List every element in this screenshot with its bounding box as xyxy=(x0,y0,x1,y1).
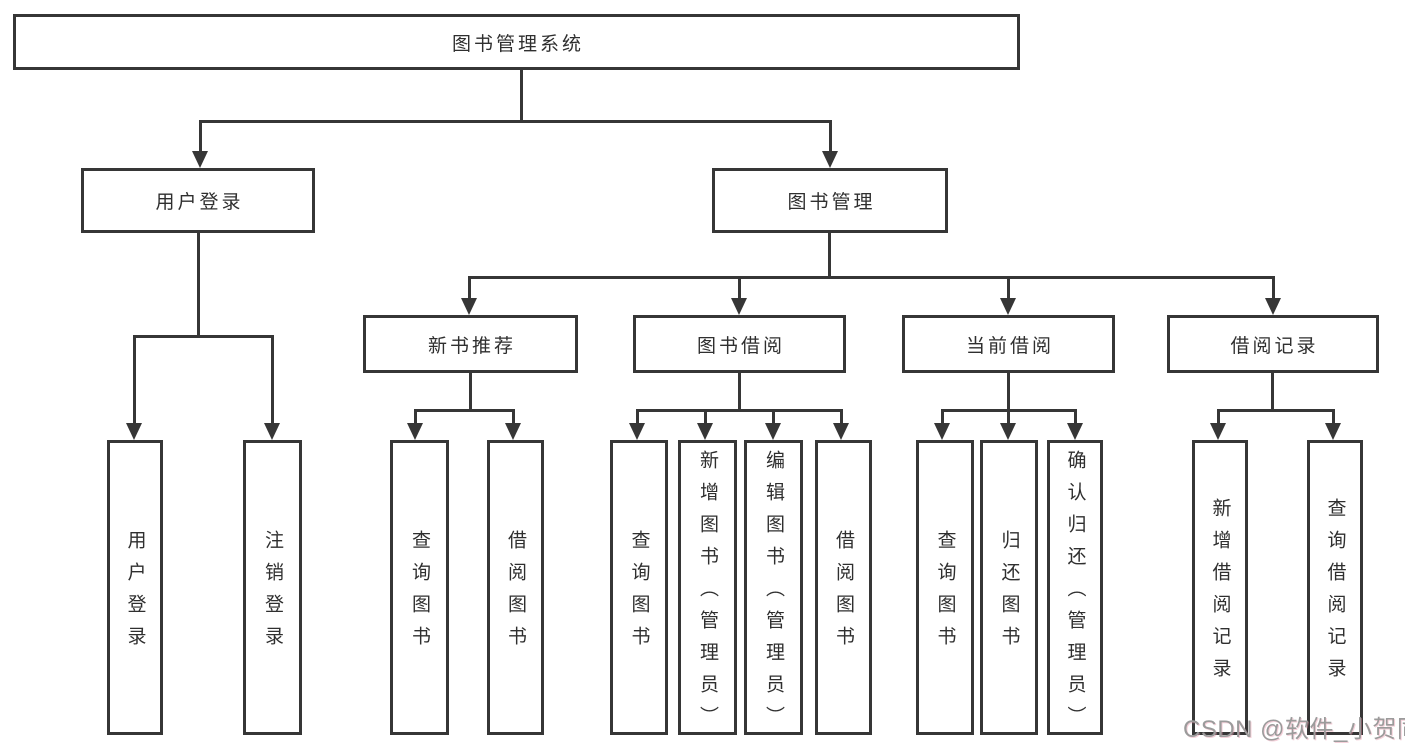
leaf-label: 查询借阅记录 xyxy=(1324,498,1346,690)
arrow-down-icon xyxy=(697,423,713,440)
arrow-down-icon xyxy=(1000,298,1016,315)
leaf-return-books: 归还图书 xyxy=(980,440,1038,735)
leaf-borrow-books: 借阅图书 xyxy=(815,440,872,735)
connector-line xyxy=(1074,409,1077,425)
arrow-down-icon xyxy=(461,298,477,315)
connector-line xyxy=(772,409,775,425)
leaf-logout: 注销登录 xyxy=(243,440,302,735)
node-book-borrowing: 图书借阅 xyxy=(633,315,846,373)
arrow-down-icon xyxy=(1210,423,1226,440)
leaf-user-login: 用户登录 xyxy=(107,440,163,735)
connector-line xyxy=(1007,371,1010,411)
leaf-query-borrow-record: 查询借阅记录 xyxy=(1307,440,1363,735)
node-label: 借阅记录 xyxy=(1230,335,1319,357)
arrow-down-icon xyxy=(934,423,950,440)
connector-line xyxy=(133,335,136,425)
node-label: 图书管理系统 xyxy=(451,33,584,55)
arrow-down-icon xyxy=(731,298,747,315)
leaf-label: 借阅图书 xyxy=(505,530,526,658)
arrow-down-icon xyxy=(192,151,208,168)
connector-line xyxy=(704,409,707,425)
arrow-down-icon xyxy=(407,423,423,440)
csdn-watermark: CSDN @软件_小贺同学 xyxy=(1183,716,1405,743)
leaf-label: 借阅图书 xyxy=(833,530,854,658)
leaf-label: 注销登录 xyxy=(262,530,283,658)
leaf-label: 查询图书 xyxy=(934,530,956,658)
connector-line xyxy=(828,233,831,278)
connector-line xyxy=(738,371,741,411)
node-label: 当前借阅 xyxy=(965,335,1054,357)
connector-line xyxy=(1332,409,1335,425)
leaf-borrow-books-recommend: 借阅图书 xyxy=(487,440,544,735)
connector-line xyxy=(414,409,515,412)
connector-line xyxy=(840,409,843,425)
arrow-down-icon xyxy=(1067,423,1083,440)
leaf-edit-books-admin: 编辑图书（管理员） xyxy=(744,440,803,738)
leaf-add-borrow-record: 新增借阅记录 xyxy=(1192,440,1248,735)
node-new-book-recommend: 新书推荐 xyxy=(363,315,578,373)
arrow-down-icon xyxy=(505,423,521,440)
connector-line xyxy=(468,276,471,299)
node-label: 图书借阅 xyxy=(696,335,785,357)
arrow-down-icon xyxy=(629,423,645,440)
leaf-label: 编辑图书（管理员） xyxy=(763,450,784,738)
connector-line xyxy=(468,276,1275,279)
connector-line xyxy=(738,276,741,299)
connector-line xyxy=(1217,409,1220,425)
connector-line xyxy=(1007,276,1010,299)
leaf-label: 查询图书 xyxy=(628,530,650,658)
connector-line xyxy=(271,335,274,425)
leaf-query-books-borrowing: 查询图书 xyxy=(610,440,668,735)
arrow-down-icon xyxy=(833,423,849,440)
connector-line xyxy=(414,409,417,425)
connector-line xyxy=(941,409,944,425)
connector-line xyxy=(133,335,273,338)
leaf-label: 确认归还（管理员） xyxy=(1064,450,1086,738)
leaf-label: 新增借阅记录 xyxy=(1209,498,1231,690)
arrow-down-icon xyxy=(126,423,142,440)
connector-line xyxy=(1217,409,1335,412)
node-book-management-system: 图书管理系统 xyxy=(13,14,1020,70)
node-label: 图书管理 xyxy=(787,192,876,213)
connector-line xyxy=(199,120,202,152)
connector-line xyxy=(512,409,515,425)
node-book-management: 图书管理 xyxy=(712,168,948,233)
node-user-login: 用户登录 xyxy=(81,168,315,233)
arrow-down-icon xyxy=(765,423,781,440)
arrow-down-icon xyxy=(264,423,280,440)
connector-line xyxy=(199,120,832,123)
node-current-borrowing: 当前借阅 xyxy=(902,315,1115,373)
leaf-add-books-admin: 新增图书（管理员） xyxy=(678,440,737,738)
leaf-label: 查询图书 xyxy=(409,530,430,658)
arrow-down-icon xyxy=(1265,298,1281,315)
leaf-confirm-return-admin: 确认归还（管理员） xyxy=(1047,440,1103,738)
leaf-label: 归还图书 xyxy=(998,530,1020,658)
arrow-down-icon xyxy=(1000,423,1016,440)
connector-line xyxy=(520,68,523,122)
leaf-query-books-current: 查询图书 xyxy=(916,440,974,735)
connector-line xyxy=(636,409,639,425)
connector-line xyxy=(1007,409,1010,425)
arrow-down-icon xyxy=(1325,423,1341,440)
connector-line xyxy=(1272,276,1275,299)
arrow-down-icon xyxy=(822,151,838,168)
connector-line xyxy=(469,371,472,411)
leaf-query-books-recommend: 查询图书 xyxy=(390,440,449,735)
leaf-label: 用户登录 xyxy=(124,530,146,658)
node-label: 用户登录 xyxy=(155,192,244,213)
connector-line xyxy=(1271,371,1274,411)
node-label: 新书推荐 xyxy=(427,335,516,357)
leaf-label: 新增图书（管理员） xyxy=(697,450,718,738)
connector-line xyxy=(197,233,200,337)
connector-line xyxy=(829,120,832,152)
connector-line xyxy=(636,409,843,412)
node-borrowing-records: 借阅记录 xyxy=(1167,315,1379,373)
